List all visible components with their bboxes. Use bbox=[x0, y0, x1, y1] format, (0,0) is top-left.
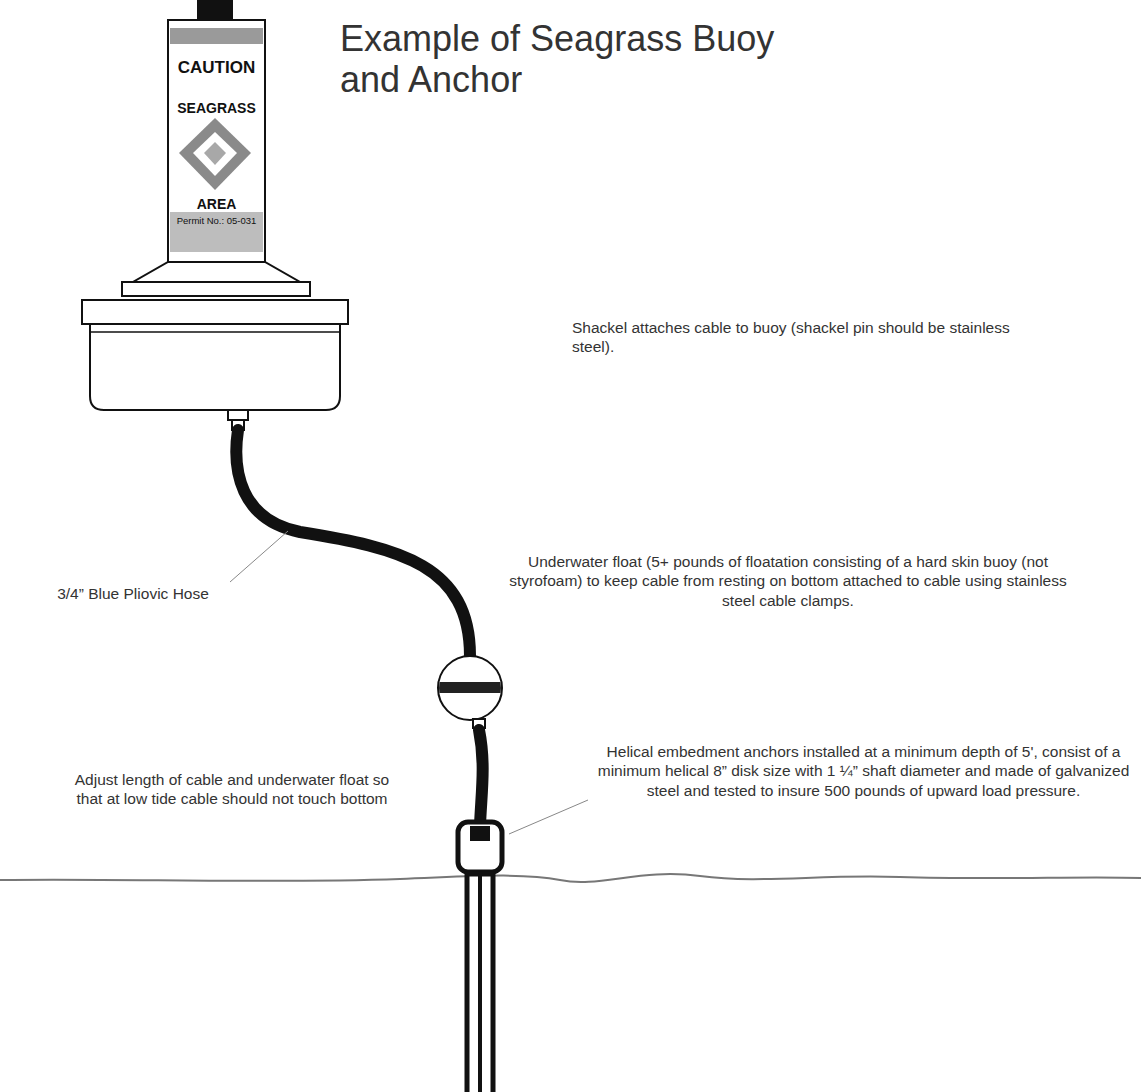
hose-label: 3/4” Blue Pliovic Hose bbox=[28, 584, 238, 603]
hose bbox=[479, 730, 483, 826]
buoy-band bbox=[170, 212, 263, 252]
buoy-cylinder bbox=[168, 20, 265, 262]
anchor-note: Helical embedment anchors installed at a… bbox=[596, 742, 1131, 800]
hose bbox=[236, 430, 470, 656]
buoy-text: AREA bbox=[170, 196, 263, 212]
float-band bbox=[436, 682, 506, 693]
diagram-title: Example of Seagrass Buoy and Anchor bbox=[340, 18, 820, 101]
seagrass-symbol bbox=[193, 132, 237, 176]
shackle-note: Shackel attaches cable to buoy (shackel … bbox=[572, 318, 1052, 357]
anchor-shaft bbox=[467, 874, 493, 1092]
float-note: Underwater float (5+ pounds of floatatio… bbox=[508, 552, 1068, 610]
cable-note: Adjust length of cable and underwater fl… bbox=[62, 770, 402, 809]
buoy-cap bbox=[197, 0, 233, 22]
helical-anchor bbox=[458, 822, 502, 872]
seabed-line bbox=[0, 874, 1141, 882]
buoy-text: SEAGRASS bbox=[170, 100, 263, 116]
buoy-label-panel: CAUTION SEAGRASS AREA Permit No.: 05-031 bbox=[170, 46, 263, 252]
shackle bbox=[228, 410, 248, 420]
buoy-text: Permit No.: 05-031 bbox=[170, 216, 263, 227]
buoy-base bbox=[133, 262, 300, 282]
buoy-base bbox=[122, 282, 310, 296]
buoy-base bbox=[90, 324, 340, 410]
leader-line bbox=[509, 800, 588, 834]
buoy-band bbox=[170, 28, 263, 44]
seagrass-symbol bbox=[204, 142, 226, 165]
buoy-base bbox=[82, 300, 348, 324]
helical-anchor bbox=[470, 826, 490, 841]
leader-line bbox=[230, 531, 288, 582]
seagrass-symbol bbox=[179, 118, 251, 190]
buoy-text: CAUTION bbox=[170, 58, 263, 78]
